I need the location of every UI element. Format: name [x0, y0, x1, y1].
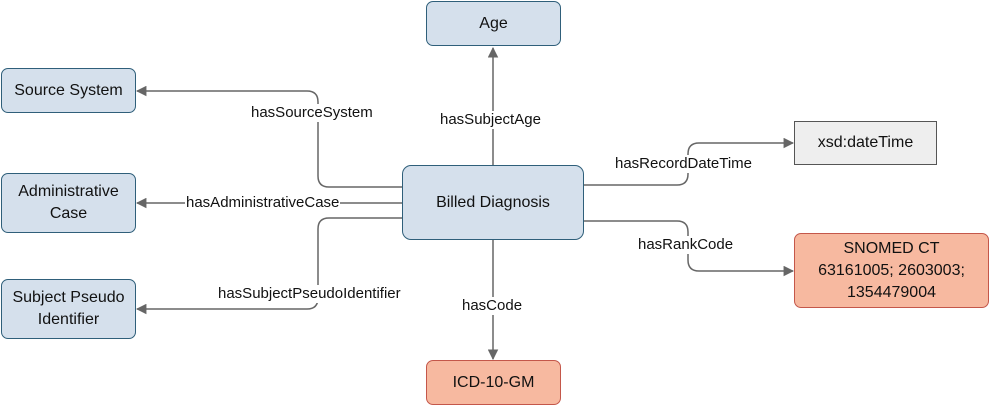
node-source-system: Source System [1, 68, 136, 113]
edge-label-has-code: hasCode [461, 297, 524, 315]
edge-has-source-system [135, 85, 402, 188]
node-age: Age [426, 1, 561, 46]
node-snomed-ct: SNOMED CT 63161005; 2603003; 1354479004 [794, 233, 989, 308]
node-billed-diagnosis: Billed Diagnosis [402, 165, 584, 240]
node-xsd-datetime: xsd:dateTime [794, 121, 937, 165]
edge-label-has-rank-code: hasRankCode [637, 236, 735, 254]
edge-label-has-administrative-case: hasAdministrativeCase [185, 194, 341, 212]
edge-label-has-record-date-time: hasRecordDateTime [614, 155, 753, 173]
node-icd-10-gm: ICD-10-GM [426, 360, 561, 405]
edge-has-subject-pseudo-identifier [135, 217, 402, 315]
edge-label-has-subject-pseudo-identifier: hasSubjectPseudoIdentifier [217, 285, 402, 303]
node-subject-pseudo-identifier: Subject Pseudo Identifier [1, 279, 136, 339]
edge-label-has-subject-age: hasSubjectAge [439, 111, 542, 129]
node-administrative-case: Administrative Case [1, 173, 136, 233]
edge-label-has-source-system: hasSourceSystem [250, 104, 374, 122]
